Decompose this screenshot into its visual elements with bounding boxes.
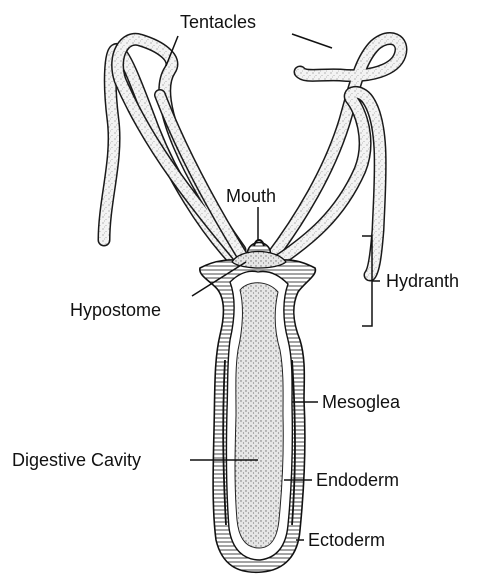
label-mouth: Mouth <box>226 186 276 206</box>
label-mesoglea: Mesoglea <box>322 392 401 412</box>
label-tentacles: Tentacles <box>180 12 256 32</box>
tentacles-group <box>104 38 401 275</box>
label-endoderm: Endoderm <box>316 470 399 490</box>
tentacles-leader-right <box>292 34 332 48</box>
label-hypostome: Hypostome <box>70 300 161 320</box>
label-digestive-cavity: Digestive Cavity <box>12 450 141 470</box>
label-hydranth: Hydranth <box>386 271 459 291</box>
label-ectoderm: Ectoderm <box>308 530 385 550</box>
body-column <box>200 240 316 572</box>
